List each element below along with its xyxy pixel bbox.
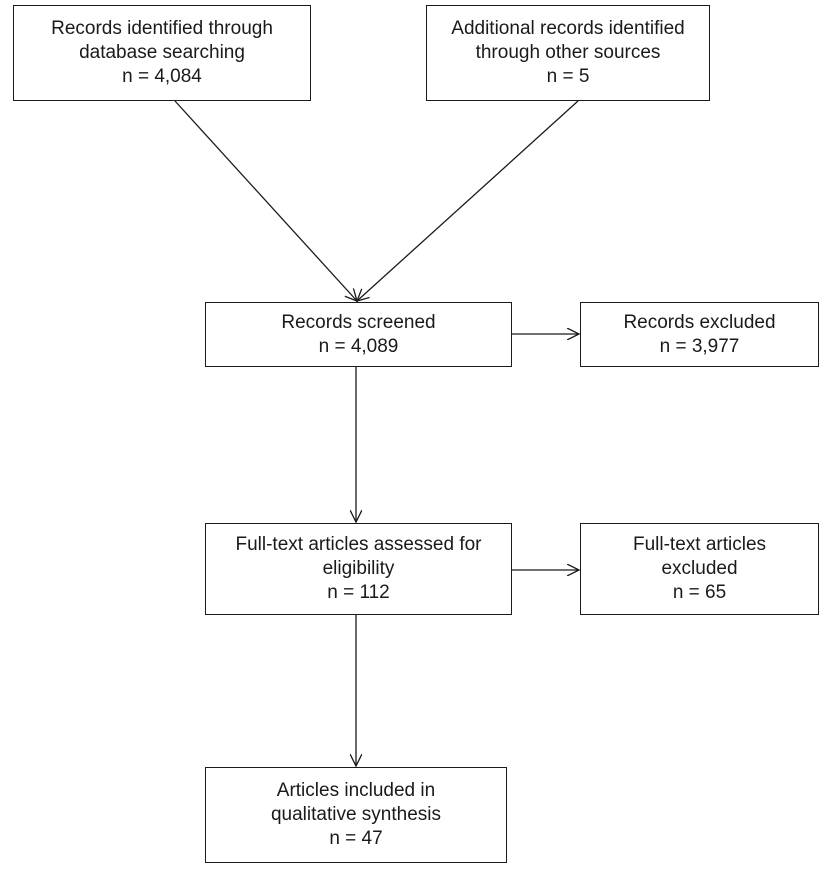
box-fulltext-assessed: Full-text articles assessed for eligibil… xyxy=(205,523,512,615)
box-count: n = 4,084 xyxy=(122,66,202,87)
box-records-excluded: Records excluded n = 3,977 xyxy=(580,302,819,367)
box-count: n = 3,977 xyxy=(659,335,740,357)
box-label-line: Articles included in xyxy=(276,780,436,801)
box-label-line: Full-text articles assessed for xyxy=(235,534,482,555)
box-label-line: eligibility xyxy=(322,558,395,579)
arrow-database-to-screened xyxy=(174,100,357,301)
box-label-line: Records screened xyxy=(281,311,436,333)
box-count: n = 47 xyxy=(329,828,383,849)
box-count: n = 4,089 xyxy=(318,335,399,357)
box-records-screened: Records screened n = 4,089 xyxy=(205,302,512,367)
box-fulltext-excluded: Full-text articles excluded n = 65 xyxy=(580,523,819,615)
box-records-identified-other: Additional records identified through ot… xyxy=(426,5,710,101)
box-label-line: Records identified through xyxy=(51,18,273,39)
box-label-line: through other sources xyxy=(475,42,661,63)
box-label-line: Records excluded xyxy=(623,311,776,333)
box-articles-included: Articles included in qualitative synthes… xyxy=(205,767,507,863)
box-records-identified-database: Records identified through database sear… xyxy=(13,5,311,101)
box-count: n = 112 xyxy=(327,582,390,603)
box-label-line: qualitative synthesis xyxy=(270,804,442,825)
box-label-line: Full-text articles xyxy=(632,534,767,555)
box-count: n = 65 xyxy=(672,582,727,603)
box-label-line: excluded xyxy=(661,558,738,579)
box-count: n = 5 xyxy=(546,66,590,87)
box-label-line: Additional records identified xyxy=(451,18,685,39)
arrow-other-to-screened xyxy=(357,100,579,301)
box-label-line: database searching xyxy=(79,42,245,63)
